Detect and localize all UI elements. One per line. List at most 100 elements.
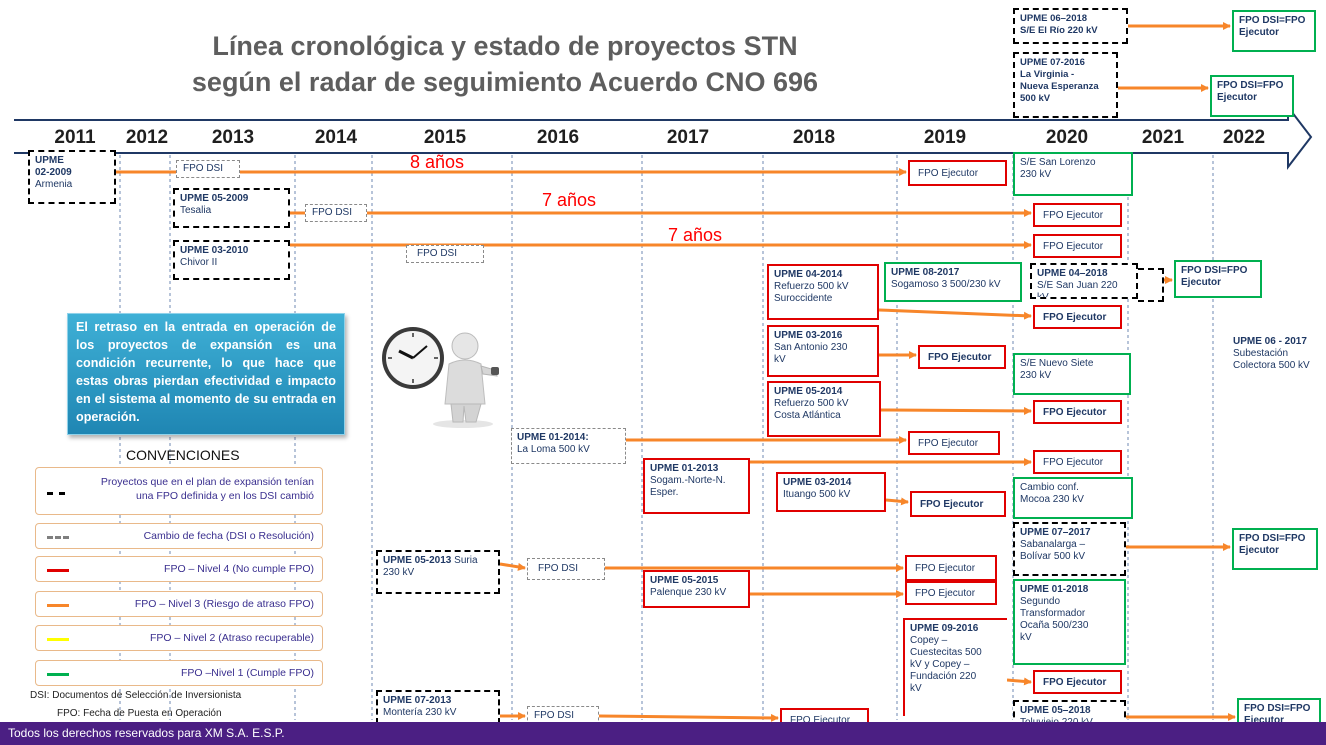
box-text: FPO Ejecutor [1043, 241, 1104, 252]
box-text: FPO Ejecutor [928, 352, 992, 363]
box-text: S/E Nuevo Siete [1020, 358, 1094, 369]
project-code: UPME 08-2017 [891, 267, 960, 278]
fpo-ejecutor-box: FPO Ejecutor [905, 581, 997, 605]
fpo-ejecutor-box: FPO Ejecutor [1033, 305, 1122, 329]
conventions-title: CONVENCIONES [126, 447, 240, 463]
project-name: Sogamoso 3 500/230 kV [891, 279, 1001, 290]
definition-dsi: DSI: Documentos de Selección de Inversio… [30, 690, 242, 701]
project-code: UPME 01-2018 [1020, 584, 1089, 595]
project-name: Ituango 500 kV [783, 489, 851, 500]
project-name: Chivor II [180, 257, 218, 268]
project-name: Sogam.-Norte-N. [650, 475, 726, 486]
title-line-2: según el radar de seguimiento Acuerdo CN… [191, 67, 819, 97]
fpo-ejecutor-box: FPO Ejecutor [910, 491, 1006, 517]
box-text: Ejecutor [1239, 545, 1280, 556]
project-code: UPME 07-2016 [1020, 57, 1085, 68]
project-code: UPME 04–2018 [1037, 268, 1108, 279]
project-name: kV y Copey – [910, 659, 970, 670]
timeline-arrow-connector [878, 308, 1032, 320]
project-name: Colectora 500 kV [1233, 360, 1310, 371]
box-text: FPO Ejecutor [1043, 312, 1107, 323]
project-name: Nueva Esperanza [1020, 81, 1099, 92]
year-2016: 2016 [536, 127, 580, 148]
year-2013: 2013 [211, 127, 255, 148]
project-name: Bolívar 500 kV [1020, 551, 1086, 562]
project-code: UPME 03-2016 [774, 330, 843, 341]
timeline-arrow-connector [598, 713, 779, 722]
clock-person-illustration [373, 318, 508, 428]
box-text: Ejecutor [1217, 92, 1258, 103]
legend-item: Cambio de fecha (DSI o Resolución) [35, 523, 323, 549]
project-name: kV [1020, 632, 1032, 643]
box-text: FPO Ejecutor [915, 563, 976, 574]
footer-bar: Todos los derechos reservados para XM S.… [0, 722, 1326, 745]
project-code: UPME 01-2014: [517, 432, 589, 443]
box-text: FPO Ejecutor [918, 438, 979, 449]
project-name: Copey – [910, 635, 948, 646]
timeline-arrow-outline [14, 104, 1313, 170]
project-name: Fundación 220 [910, 671, 977, 682]
box-text: FPO Ejecutor [918, 168, 979, 179]
duration-label: 7 años [542, 190, 597, 210]
project-name: 230 kV [383, 567, 415, 578]
fpo-dsi-box: FPO DSI [406, 245, 484, 263]
project-name: kV [774, 354, 786, 365]
legend-label: Proyectos que en el plan de expansión te… [101, 475, 314, 503]
box-text: Ejecutor [1244, 715, 1285, 726]
project-name: La Loma 500 kV [517, 444, 590, 455]
project-name: Sabanalarga – [1020, 539, 1086, 550]
duration-label: 8 años [410, 152, 465, 172]
box-text: FPO DSI=FPO [1244, 703, 1311, 714]
box-text: FPO Ejecutor [1043, 210, 1104, 221]
year-2018: 2018 [792, 127, 836, 148]
box-text: 230 kV [1020, 169, 1052, 180]
project-name: Transformador [1020, 608, 1086, 619]
project-code: UPME 03-2010 [180, 245, 249, 256]
box-text: FPO DSI [183, 163, 224, 174]
fpo-dsi-box: FPO DSI [527, 558, 605, 580]
project-name: Refuerzo 500 kV [774, 281, 849, 292]
box-text: FPO DSI [312, 207, 353, 218]
project-box-upme-01-2014: UPME 01-2014:La Loma 500 kV [511, 428, 626, 464]
box-text: Ejecutor [1239, 27, 1280, 38]
box-text: FPO Ejecutor [920, 499, 984, 510]
project-code: UPME 05-2015 [650, 575, 719, 586]
duration-label: 7 años [668, 225, 723, 245]
project-name: Montería 230 kV [383, 707, 457, 718]
orange-arrows [116, 22, 1236, 722]
year-2019: 2019 [923, 127, 967, 148]
project-name: kV [910, 683, 922, 694]
project-code: UPME 06–2018 [1020, 13, 1088, 24]
title-line-1: Línea cronológica y estado de proyectos … [212, 31, 798, 61]
project-code: UPME 09-2016 [910, 623, 979, 634]
box-text: Cambio conf. [1020, 482, 1079, 493]
project-name: Suroccidente [774, 293, 833, 304]
box-text: FPO Ejecutor [1043, 457, 1104, 468]
project-name: San Antonio 230 [774, 342, 848, 353]
year-2014: 2014 [314, 127, 358, 148]
project-name: S/E El Río 220 kV [1020, 25, 1098, 36]
legend-item: FPO – Nivel 3 (Riesgo de atraso FPO) [35, 591, 323, 617]
timeline-arrow-connector [1006, 677, 1032, 686]
project-name: Segundo [1020, 596, 1061, 607]
legend-label: Cambio de fecha (DSI o Resolución) [143, 530, 314, 542]
legend-label: FPO – Nivel 3 (Riesgo de atraso FPO) [134, 598, 314, 610]
box-text: FPO DSI=FPO [1181, 265, 1248, 276]
project-code: UPME 06 - 2017 [1233, 336, 1307, 347]
fpo-ejecutor-box: FPO Ejecutor [1033, 670, 1122, 694]
legend-item: FPO –Nivel 1 (Cumple FPO) [35, 660, 323, 686]
box-text: FPO DSI=FPO [1239, 533, 1306, 544]
box-text: FPO Ejecutor [915, 588, 976, 599]
